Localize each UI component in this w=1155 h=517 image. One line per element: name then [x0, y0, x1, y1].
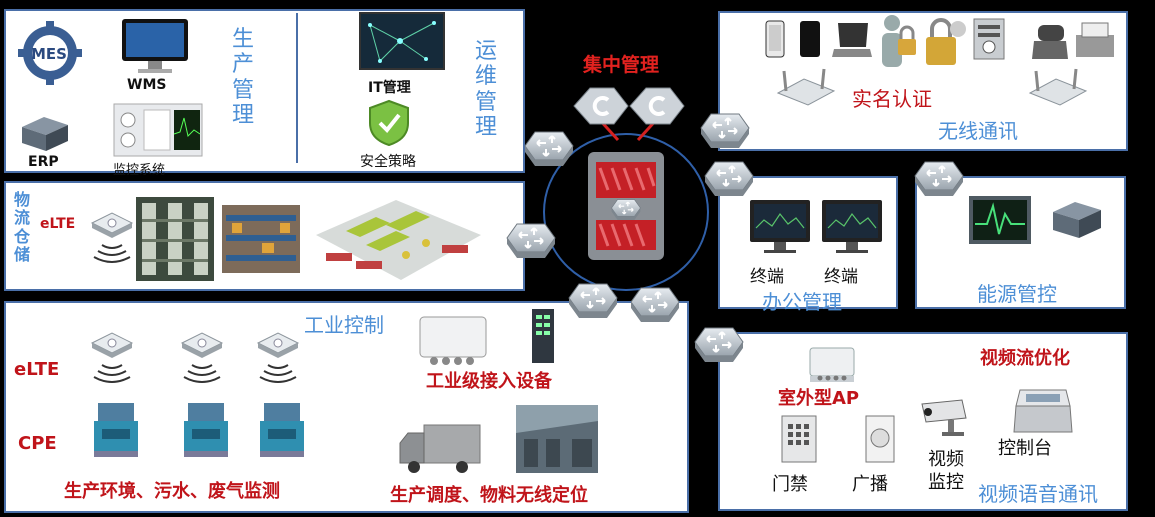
office-title: 办公管理 [762, 290, 842, 314]
ip-phone-icon [1032, 25, 1068, 59]
security-policy-label: 安全策略 [360, 154, 416, 170]
logistics-title: 物流仓储 [13, 190, 30, 265]
production-title: 生产管理 [231, 27, 254, 128]
switch-icon-energy [914, 161, 964, 197]
wireless-title: 无线通讯 [938, 119, 1018, 143]
factory-floor-image [516, 405, 598, 473]
industrial-panel: 工业控制 eLTE CPE 生产环境、污水、废气监测 工业级接入设备 生产调度、… [4, 301, 689, 513]
warehouse-layout-image [316, 200, 481, 280]
mes-label: MES [31, 45, 67, 63]
wms-monitor-icon [122, 19, 188, 73]
switch-icon-video [694, 327, 744, 363]
industrial-title: 工业控制 [304, 313, 384, 337]
industrial-cpe-label: CPE [18, 433, 57, 454]
it-management-screen-icon [359, 12, 445, 70]
laptop-icon [832, 23, 872, 57]
ops-title: 运维管理 [474, 39, 497, 140]
switch-icon-office [704, 161, 754, 197]
production-panel: MES WMS ERP 监控系统 生产管理 IT管理 [4, 9, 525, 178]
switch-icon-bottom-2 [630, 287, 680, 323]
smartphone-icon [800, 21, 820, 57]
switch-icon-bottom-1 [568, 283, 618, 319]
surveillance-camera-icon [921, 399, 967, 436]
console-label: 控制台 [998, 438, 1052, 459]
broadcast-speaker-icon [865, 415, 895, 463]
surveillance-label: 视频监控 [928, 449, 964, 494]
logistics-panel: 物流仓储 eLTE [4, 181, 525, 291]
erp-server-icon [22, 117, 68, 151]
door-access-icon [781, 415, 817, 463]
panel-divider [296, 13, 298, 163]
switch-icon-top-left [524, 131, 574, 167]
energy-monitor-icon [969, 196, 1031, 244]
core-switch-stack-icon [588, 152, 664, 260]
control-console-icon [1013, 389, 1073, 433]
industrial-access-device-icon [419, 316, 487, 365]
mes-logo-icon [18, 21, 82, 85]
monitoring-label: 监控系统 [113, 163, 166, 178]
wireless-ap-icon-left [776, 68, 836, 106]
terminal-label-1: 终端 [750, 267, 784, 287]
switch-icon-mid-left [506, 223, 556, 259]
wireless-panel: 实名认证 无线通讯 [718, 11, 1128, 151]
wireless-ap-icon-right [1028, 68, 1088, 106]
energy-panel: 能源管控 [915, 176, 1126, 309]
fax-machine-icon [1076, 22, 1114, 57]
environment-monitoring-label: 生产环境、污水、废气监测 [64, 481, 280, 502]
energy-title: 能源管控 [977, 282, 1057, 306]
dispatch-location-label: 生产调度、物料无线定位 [390, 485, 588, 506]
monitoring-screen-icon [113, 103, 203, 157]
wms-label: WMS [127, 77, 167, 93]
truck-icon [399, 424, 481, 473]
terminal-label-2: 终端 [824, 267, 858, 287]
door-access-label: 门禁 [772, 474, 808, 495]
office-panel: 终端 终端 办公管理 [718, 176, 898, 314]
outdoor-ap-label: 室外型AP [778, 388, 860, 409]
it-management-label: IT管理 [368, 80, 411, 96]
security-shield-icon [369, 99, 409, 147]
central-controller-icon [573, 87, 685, 125]
video-voice-title: 视频语音通讯 [978, 482, 1098, 506]
user-lock-icon [882, 15, 916, 67]
server-lock-icon [973, 18, 1005, 60]
warehouse-shelves-image [136, 197, 214, 281]
mobile-phone-icon [765, 20, 785, 58]
broadcast-label: 广播 [852, 474, 888, 495]
energy-server-icon [1053, 202, 1101, 238]
logistics-elte-label: eLTE [40, 216, 76, 232]
lock-icon [926, 18, 966, 65]
industrial-access-label: 工业级接入设备 [426, 371, 552, 392]
industrial-switch-device-icon [532, 309, 554, 363]
video-optimize-label: 视频流优化 [980, 348, 1070, 369]
switch-icon-top-right [700, 113, 750, 149]
warehouse-racks-image [222, 205, 300, 273]
realname-auth-label: 实名认证 [852, 87, 932, 111]
video-panel: 视频流优化 室外型AP 门禁 广播 视频监控 控制台 视频语音通讯 [718, 332, 1128, 511]
central-management-title: 集中管理 [583, 54, 660, 76]
industrial-elte-label: eLTE [14, 359, 60, 380]
erp-label: ERP [28, 154, 59, 170]
